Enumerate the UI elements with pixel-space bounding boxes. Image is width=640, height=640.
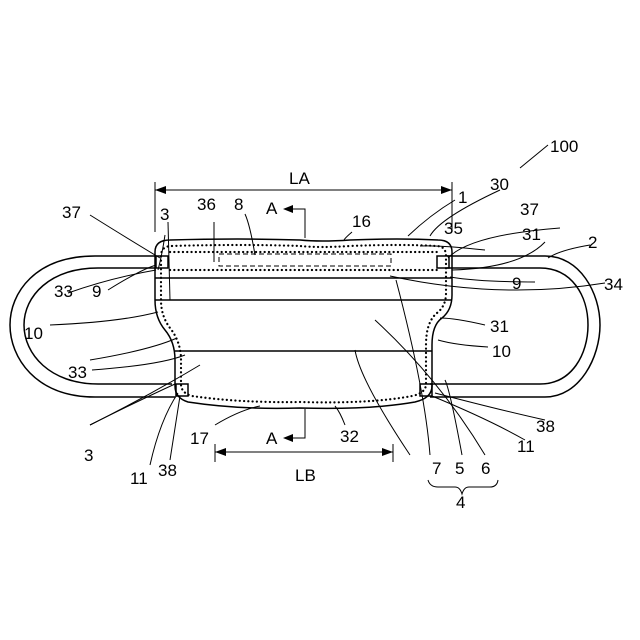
ear-attach-37-right — [437, 256, 449, 268]
label-11-left: 11 — [130, 469, 148, 488]
label-3-bottom: 3 — [84, 446, 93, 465]
label-10-left: 10 — [24, 324, 43, 343]
label-3-top: 3 — [160, 205, 169, 224]
upper-dots-row — [170, 252, 440, 270]
label-32: 32 — [340, 427, 359, 446]
label-30: 30 — [490, 175, 509, 194]
label-4: 4 — [456, 493, 465, 512]
label-35: 35 — [444, 219, 463, 238]
label-9-left: 9 — [92, 282, 101, 301]
bracket-4 — [428, 480, 498, 494]
label-8: 8 — [234, 195, 243, 214]
label-6: 6 — [481, 459, 490, 478]
nose-wire — [219, 254, 391, 266]
lb-arrow-left — [215, 448, 226, 456]
la-arrow-left — [155, 186, 166, 194]
label-38-left: 38 — [158, 461, 177, 480]
label-LB: LB — [295, 466, 316, 485]
ear-attach-37-left — [156, 256, 168, 268]
label-A-top: A — [266, 199, 278, 218]
la-arrow-right — [441, 186, 452, 194]
seal-dots — [161, 245, 446, 402]
label-2: 2 — [588, 233, 597, 252]
label-10-right: 10 — [492, 342, 511, 361]
label-31-mid: 31 — [490, 317, 509, 336]
section-a-top-marker — [287, 209, 305, 238]
section-a-bottom-marker — [287, 409, 305, 438]
label-11-right: 11 — [517, 437, 535, 456]
label-16: 16 — [352, 212, 371, 231]
label-1: 1 — [458, 188, 467, 207]
label-LA: LA — [289, 169, 310, 188]
leader-lines — [50, 145, 605, 465]
label-33-bottom: 33 — [68, 363, 87, 382]
label-5: 5 — [455, 459, 464, 478]
label-37-right: 37 — [520, 200, 539, 219]
label-38-right: 38 — [536, 417, 555, 436]
lb-arrow-right — [382, 448, 393, 456]
label-36: 36 — [197, 195, 216, 214]
section-a-bottom-arrow — [283, 434, 293, 442]
label-7: 7 — [432, 459, 441, 478]
label-33-top: 33 — [54, 282, 73, 301]
label-34: 34 — [604, 275, 623, 294]
label-9-right: 9 — [512, 274, 521, 293]
label-100: 100 — [550, 137, 578, 156]
label-A-bottom: A — [266, 429, 278, 448]
label-17: 17 — [190, 429, 209, 448]
label-31-top: 31 — [522, 225, 541, 244]
label-37-left: 37 — [62, 203, 81, 222]
section-a-top-arrow — [283, 205, 293, 213]
